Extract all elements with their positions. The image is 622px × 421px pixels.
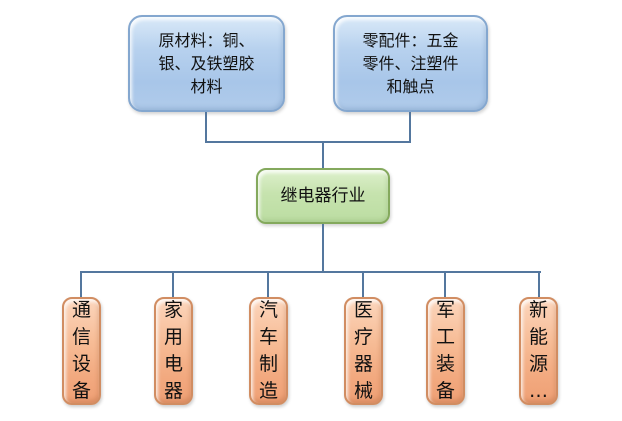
node-auto-manufacturing-label: 汽 车 制 造 <box>258 299 278 402</box>
node-relay-industry: 继电器行业 <box>256 168 390 224</box>
connector-stub-military <box>444 271 446 297</box>
node-home-appliances: 家 用 电 器 <box>154 297 193 405</box>
node-medical-devices-label: 医 疗 器 械 <box>353 299 373 402</box>
node-medical-devices: 医 疗 器 械 <box>344 297 383 405</box>
node-communication-equipment: 通 信 设 备 <box>62 297 101 405</box>
connector-stub-medical <box>362 271 364 297</box>
node-home-appliances-label: 家 用 电 器 <box>163 299 183 402</box>
connector-industry-down <box>322 224 324 273</box>
node-auto-manufacturing: 汽 车 制 造 <box>249 297 288 405</box>
node-raw-materials: 原材料：铜、 银、及铁塑胶 材料 <box>128 15 285 112</box>
connector-stub-auto <box>267 271 269 297</box>
node-new-energy: 新 能 源 … <box>519 297 558 405</box>
connector-stub-new-energy <box>538 271 540 297</box>
connector-raw-materials-down <box>205 112 207 143</box>
node-military-equipment: 军 工 装 备 <box>426 297 465 405</box>
node-communication-equipment-label: 通 信 设 备 <box>71 299 91 402</box>
node-parts: 零配件：五金 零件、注塑件 和触点 <box>333 15 488 112</box>
connector-stub-communication <box>80 271 82 297</box>
node-parts-label: 零配件：五金 零件、注塑件 和触点 <box>362 31 459 96</box>
connector-parts-down <box>409 112 411 143</box>
node-raw-materials-label: 原材料：铜、 银、及铁塑胶 材料 <box>158 31 255 96</box>
connector-bottom-horizontal <box>80 271 541 273</box>
connector-top-horizontal <box>205 141 411 143</box>
connector-stub-appliances <box>172 271 174 297</box>
node-relay-industry-label: 继电器行业 <box>280 186 366 206</box>
node-new-energy-label: 新 能 源 … <box>528 299 548 402</box>
connector-to-industry <box>322 141 324 168</box>
node-military-equipment-label: 军 工 装 备 <box>435 299 455 402</box>
